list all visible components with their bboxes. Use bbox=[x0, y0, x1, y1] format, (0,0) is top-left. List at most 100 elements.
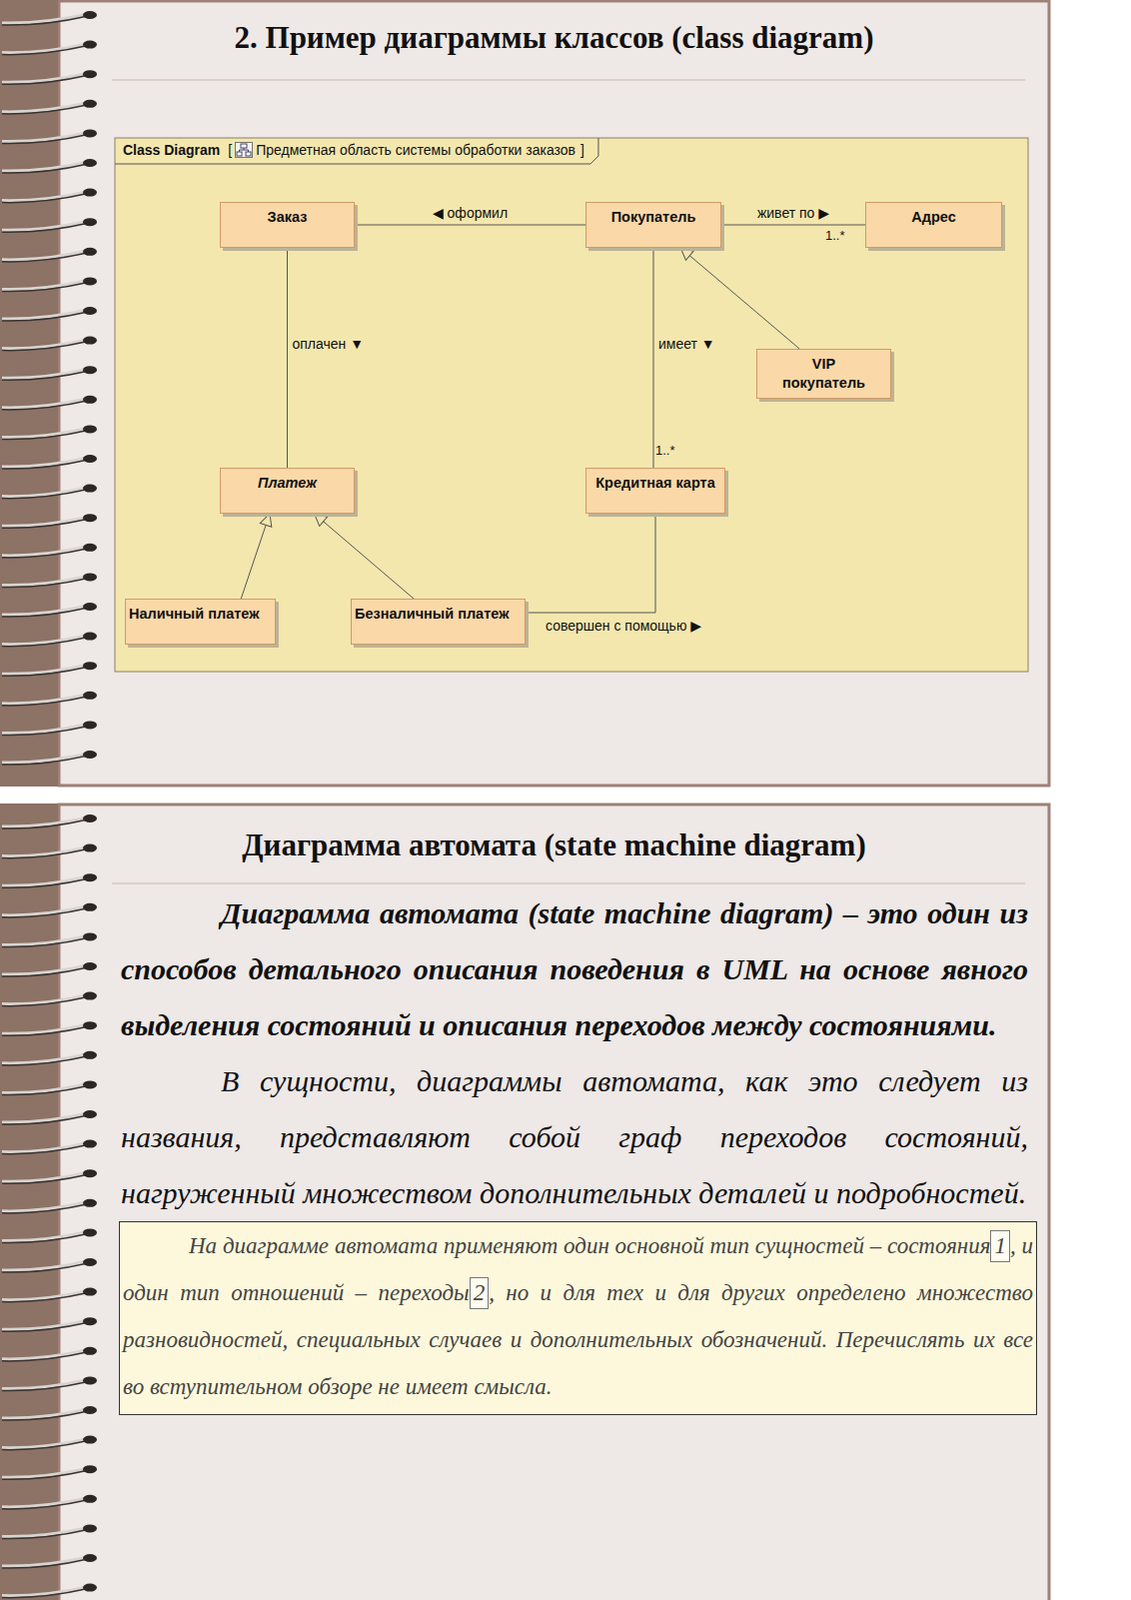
ring-shadow bbox=[1, 997, 88, 1007]
class-name: Наличный платеж bbox=[128, 604, 259, 624]
ring-hole bbox=[82, 1080, 97, 1089]
ring-hole bbox=[82, 632, 97, 641]
ring-hole bbox=[82, 1405, 97, 1414]
multiplicity: 1..* bbox=[655, 442, 676, 458]
quote-text: На диаграмме автомата применяют один осн… bbox=[188, 1232, 991, 1258]
ring-shadow bbox=[1, 577, 88, 587]
ring-hole bbox=[82, 365, 97, 374]
ring-shadow bbox=[1, 725, 88, 735]
ring-shadow bbox=[1, 104, 88, 114]
callout-number: 2 bbox=[469, 1276, 490, 1309]
frame-tab bbox=[114, 137, 599, 164]
association-label: живет по ▶ bbox=[757, 204, 830, 221]
ring-shadow bbox=[1, 400, 88, 410]
ring-shadow bbox=[1, 666, 88, 676]
ring-hole bbox=[82, 40, 97, 49]
binding-strip bbox=[0, 803, 58, 1600]
ring-shadow bbox=[1, 548, 88, 558]
class-box: VIP покупатель bbox=[756, 348, 892, 399]
ring-hole bbox=[82, 454, 97, 463]
ring-hole bbox=[82, 992, 97, 1001]
ring-hole bbox=[82, 1257, 97, 1266]
association-label: оплачен ▼ bbox=[292, 335, 365, 352]
ring-shadow bbox=[1, 193, 88, 203]
edge-group bbox=[240, 224, 866, 613]
class-name: Платеж bbox=[257, 473, 317, 493]
ring-hole bbox=[82, 1227, 97, 1236]
ring-shadow bbox=[1, 1085, 88, 1095]
multiplicity: 1..* bbox=[825, 227, 846, 243]
ring-hole bbox=[82, 1346, 97, 1355]
definition-paragraph: Диаграмма автомата (state machine diagra… bbox=[120, 885, 1029, 1054]
slide-panel bbox=[58, 804, 1050, 1600]
ring-hole bbox=[82, 424, 97, 433]
ring-shadow bbox=[1, 341, 88, 351]
ring-shadow bbox=[1, 459, 88, 469]
ring-shadow bbox=[1, 1203, 88, 1213]
ring-shadow bbox=[1, 45, 88, 55]
title-rule bbox=[111, 78, 1026, 81]
ring-shadow bbox=[1, 755, 88, 765]
class-box: Заказ bbox=[219, 201, 355, 248]
association-line bbox=[286, 247, 288, 468]
association-line bbox=[525, 513, 656, 613]
ring-shadow bbox=[1, 1262, 88, 1272]
frame-kind: Class Diagram bbox=[122, 141, 220, 158]
ring-hole bbox=[82, 395, 97, 404]
ring-shadow bbox=[1, 878, 88, 888]
ring-hole bbox=[82, 661, 97, 670]
ring-hole bbox=[82, 1523, 97, 1532]
association-label: имеет ▼ bbox=[658, 335, 716, 352]
ring-hole bbox=[82, 691, 97, 700]
ring-shadow bbox=[1, 311, 88, 321]
ring-shadow bbox=[1, 908, 88, 918]
ring-hole bbox=[82, 844, 97, 853]
ring-shadow bbox=[1, 518, 88, 528]
ring-hole bbox=[82, 1051, 97, 1060]
ring-shadow bbox=[1, 1351, 88, 1361]
ring-hole bbox=[82, 1198, 97, 1207]
ring-hole bbox=[82, 903, 97, 912]
diagram-frame: Class Diagram[Предметная область системы… bbox=[114, 137, 1029, 672]
association-line bbox=[721, 224, 866, 226]
class-name: Покупатель bbox=[611, 207, 697, 227]
ring-hole bbox=[82, 572, 97, 581]
frame-name: Предметная область системы обработки зак… bbox=[255, 141, 576, 158]
class-box: Безналичный платеж bbox=[350, 598, 526, 645]
ring-shadow bbox=[1, 1380, 88, 1390]
ring-hole bbox=[82, 1375, 97, 1384]
ring-shadow bbox=[1, 370, 88, 380]
class-name: Безналичный платеж bbox=[354, 604, 509, 624]
ring-hole bbox=[82, 1464, 97, 1473]
slide-body: Диаграмма автомата (state machine diagra… bbox=[120, 885, 1029, 1415]
ring-shadow bbox=[1, 1469, 88, 1479]
ring-shadow bbox=[1, 637, 88, 647]
ring-hole bbox=[82, 513, 97, 522]
ring-hole bbox=[82, 932, 97, 941]
class-name: Адрес bbox=[911, 207, 956, 227]
ring-shadow bbox=[1, 163, 88, 173]
ring-hole bbox=[82, 1583, 97, 1592]
ring-shadow bbox=[1, 1232, 88, 1242]
frame-heading: Class Diagram[Предметная область системы… bbox=[114, 137, 595, 162]
ring-shadow bbox=[1, 1588, 88, 1598]
ring-hole bbox=[82, 1316, 97, 1325]
frame-back bbox=[114, 137, 1029, 672]
ring-shadow bbox=[1, 849, 88, 859]
ring-shadow bbox=[1, 967, 88, 977]
ring-hole bbox=[82, 158, 97, 167]
ring-shadow bbox=[1, 222, 88, 232]
ring-shadow bbox=[1, 696, 88, 706]
ring-hole bbox=[82, 962, 97, 971]
ring-hole bbox=[82, 1021, 97, 1030]
ring-hole bbox=[82, 188, 97, 197]
association-line bbox=[653, 247, 655, 468]
slide-panel bbox=[58, 0, 1050, 786]
ring-hole bbox=[82, 543, 97, 552]
ring-shadow bbox=[1, 819, 88, 829]
ring-hole bbox=[82, 720, 97, 729]
ring-hole bbox=[82, 750, 97, 759]
class-name: Кредитная карта bbox=[595, 473, 715, 493]
ring-shadow bbox=[1, 1321, 88, 1331]
ring-shadow bbox=[1, 937, 88, 947]
